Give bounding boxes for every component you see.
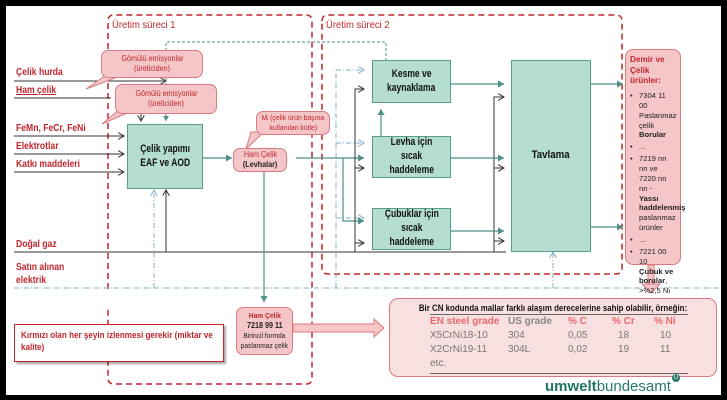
grade-table-caption: Bir CN kodunda mallar farklı alaşım dere… bbox=[418, 303, 688, 313]
header-us-grade: US grade bbox=[508, 315, 552, 327]
region-process1-title: Üretim süreci 1 bbox=[112, 19, 176, 31]
monitoring-note-text: Kırmızı olan her şeyin izlenmesi gerekir… bbox=[21, 330, 213, 353]
product-desc-bold: Yassı haddelenmiş bbox=[639, 193, 686, 213]
cell-carbon: 0,05 bbox=[568, 329, 588, 341]
table-row: etc. bbox=[430, 356, 684, 370]
products-box: Demir ve Çelik ürünler: 7304 11 00Paslan… bbox=[625, 49, 685, 308]
cell-en-grade: X5CrNi18-10 bbox=[430, 329, 488, 341]
cell-us-grade: 304 bbox=[508, 329, 525, 341]
crude-steel-title: Ham Çelik bbox=[248, 310, 281, 320]
cell-chromium: 19 bbox=[618, 343, 630, 355]
table-row: X2CrNi19-11 304L 0,02 19 11 bbox=[430, 342, 684, 356]
cell-us-grade: 304L bbox=[508, 343, 531, 355]
input-purchased-electricity-line1: Satın alınan bbox=[16, 262, 65, 273]
cell-chromium: 18 bbox=[618, 329, 630, 341]
hot-rolling-bars-line2: sıcak bbox=[400, 222, 423, 235]
diagram-canvas: Üretim süreci 1 Üretim süreci 2 Çelik hu… bbox=[6, 6, 721, 395]
callout-embedded-emissions-1: Gömülü emisyonlar (üreticiden) bbox=[101, 50, 203, 78]
callout-mass-line1: Mᵢ (çelik ürün başına bbox=[261, 113, 325, 123]
steel-grade-table: EN steel grade US grade % C % Cr % Ni X5… bbox=[430, 314, 684, 370]
callout-embedded-emissions-2-line2: (üreticiden) bbox=[147, 99, 184, 108]
input-ferroalloys: FeMn, FeCr, FeNi bbox=[16, 123, 86, 134]
product-ellipsis: ... bbox=[639, 142, 646, 152]
input-crude-steel: Ham çelik bbox=[16, 85, 57, 96]
callout-mass-per-product: Mᵢ (çelik ürün başına kullanılan kütle) bbox=[256, 111, 330, 135]
region-process2-boundary bbox=[321, 14, 623, 275]
cell-carbon: 0,02 bbox=[568, 343, 588, 355]
crude-steel-sheets-line1: Ham Çelik bbox=[243, 149, 277, 159]
crude-steel-primary-form-box: Ham Çelik 7218 99 11 Birincil formda pas… bbox=[236, 307, 293, 355]
table-top-rule bbox=[430, 314, 688, 315]
hot-rolling-bars-line1: Çubuklar için bbox=[384, 208, 439, 221]
table-row: X5CrNi18-10 304 0,05 18 10 bbox=[430, 328, 684, 342]
region-process1-boundary bbox=[107, 14, 313, 385]
product-code: 7221 00 10 bbox=[639, 246, 667, 266]
hot-rolling-sheets-line1: Levha için sıcak bbox=[390, 136, 433, 163]
products-title: Demir ve Çelik ürünler: bbox=[630, 55, 665, 86]
product-item: ... bbox=[630, 142, 676, 152]
input-electrodes: Elektrotlar bbox=[16, 141, 59, 152]
cutting-line1: Kesme ve bbox=[391, 67, 432, 80]
annealing-label: Tavlama bbox=[531, 149, 571, 162]
header-carbon: % C bbox=[568, 315, 587, 327]
cell-etc: etc. bbox=[430, 357, 447, 369]
region-process2-title: Üretim süreci 2 bbox=[326, 19, 390, 31]
crude-steel-sheets-box: Ham Çelik (Levhalar) bbox=[233, 148, 287, 172]
table-header-row: EN steel grade US grade % C % Cr % Ni bbox=[430, 314, 684, 328]
product-desc-bold: Çubuk ve borular bbox=[639, 266, 674, 286]
callout-embedded-emissions-1-line2: (üreticiden) bbox=[133, 64, 170, 73]
cell-en-grade: X2CrNi19-11 bbox=[430, 343, 488, 355]
product-desc: paslanmaz ürünler bbox=[639, 213, 676, 233]
input-steel-scrap: Çelik hurda bbox=[16, 67, 63, 78]
logo-bold-part: umwelt bbox=[545, 378, 597, 395]
flow-lines bbox=[14, 14, 721, 385]
steelmaking-line2: EAF ve AOD bbox=[140, 156, 190, 169]
product-code: 7304 11 00 bbox=[639, 90, 666, 110]
callout-embedded-emissions-2-line1: Gömülü emisyonlar bbox=[134, 88, 198, 98]
monitoring-note: Kırmızı olan her şeyin izlenmesi gerekir… bbox=[14, 324, 224, 362]
steel-grade-table-box: Bir CN kodunda mallar farklı alaşım dere… bbox=[389, 298, 717, 377]
hot-rolling-sheets-line2: haddeleme bbox=[389, 163, 434, 176]
callout-embedded-emissions-1-line1: Gömülü emisyonlar bbox=[120, 53, 184, 63]
header-chromium: % Cr bbox=[612, 315, 635, 327]
crude-steel-sheets-line2: (Levhalar) bbox=[242, 160, 278, 169]
logo-plain-part: bundesamt bbox=[596, 378, 671, 395]
crude-steel-cn-code: 7218 99 11 bbox=[246, 320, 283, 330]
input-purchased-electricity-line2: elektrik bbox=[16, 275, 47, 286]
product-item: 7219 nn nn ve 7220 nn nn -Yassı haddelen… bbox=[630, 154, 685, 233]
cutting-line2: kaynaklama bbox=[387, 81, 436, 94]
callout-mass-line2: kullanılan kütle) bbox=[269, 123, 317, 132]
product-desc: Paslanmaz çelik bbox=[639, 110, 677, 130]
logo-mark-icon: U bbox=[671, 374, 680, 382]
table-bottom-rule bbox=[430, 373, 688, 374]
input-natural-gas: Doğal gaz bbox=[16, 239, 57, 250]
steelmaking-line1: Çelik yapımı bbox=[140, 142, 190, 155]
product-desc: , >%2,5 Ni bbox=[639, 276, 671, 296]
product-ellipsis: ... bbox=[639, 235, 646, 244]
cell-nickel: 10 bbox=[660, 329, 672, 341]
cell-nickel: 11 bbox=[660, 343, 671, 355]
callout-embedded-emissions-2: Gömülü emisyonlar (üreticiden) bbox=[115, 84, 217, 114]
product-code: 7219 nn nn ve 7220 nn nn - bbox=[639, 154, 667, 193]
product-desc-bold: Borular bbox=[639, 130, 667, 140]
header-en-grade: EN steel grade bbox=[430, 315, 500, 327]
umweltbundesamt-logo: umweltbundesamt U bbox=[545, 374, 680, 395]
header-nickel: % Ni bbox=[654, 315, 676, 327]
crude-steel-desc-line2: paslanmaz çelik bbox=[240, 341, 289, 351]
process-annealing: Tavlama bbox=[511, 60, 591, 252]
product-item: ... bbox=[630, 235, 676, 245]
crude-steel-desc-line1: Birincil formda bbox=[243, 331, 286, 341]
input-additives: Katkı maddeleri bbox=[16, 159, 81, 170]
hot-rolling-bars-line3: haddeleme bbox=[389, 235, 434, 248]
